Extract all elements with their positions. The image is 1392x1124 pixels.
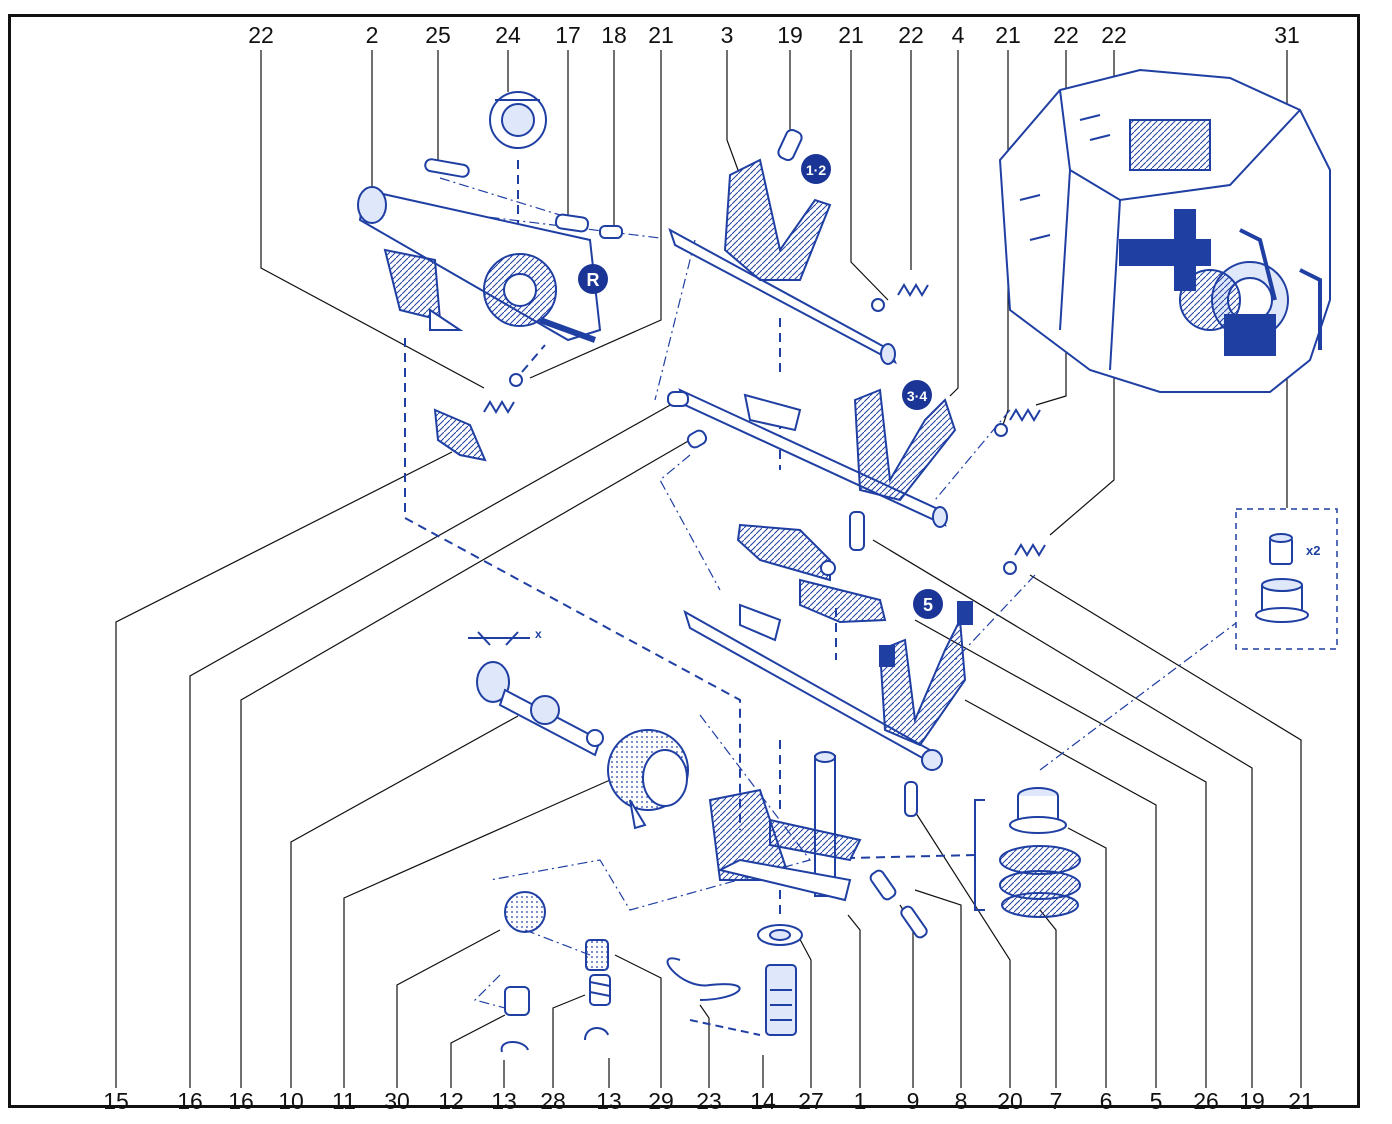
bottom-callout-13: 27: [798, 1088, 824, 1114]
selector-fork-1-2: [668, 128, 929, 365]
bottom-callout-19: 6: [1099, 1088, 1113, 1114]
svg-text:5: 5: [923, 595, 933, 615]
bottom-callout-20: 5: [1149, 1088, 1163, 1114]
bottom-callout-16: 8: [954, 1088, 968, 1114]
bushes-6-7: [974, 787, 1081, 918]
bottom-callout-23: 21: [1288, 1088, 1314, 1114]
bottom-callout-9: 13: [596, 1088, 622, 1114]
bottom-callout-21: 26: [1193, 1088, 1219, 1114]
top-callout-8: 19: [777, 22, 803, 48]
detent-spring-left: [483, 373, 523, 414]
top-callout-7: 3: [720, 22, 734, 48]
bottom-callout-12: 14: [750, 1088, 776, 1114]
top-callout-13: 22: [1053, 22, 1079, 48]
selector-fork-5: [683, 601, 973, 817]
selector-housing: [607, 729, 689, 830]
top-callout-11: 4: [951, 22, 965, 48]
selector-lever: [468, 631, 604, 757]
bottom-callout-1: 16: [177, 1088, 203, 1114]
badge-1-2: 1·2: [801, 154, 831, 184]
top-callout-3: 24: [495, 22, 521, 48]
bottom-callout-18: 7: [1049, 1088, 1063, 1114]
top-callout-10: 22: [898, 22, 924, 48]
badge-5: 5: [913, 589, 943, 619]
top-callout-12: 21: [995, 22, 1021, 48]
top-callout-4: 17: [555, 22, 581, 48]
bottom-callout-6: 12: [438, 1088, 464, 1114]
selector-body: [666, 751, 862, 1036]
badge-3-4: 3·4: [902, 380, 932, 410]
reverse-pad-16: [433, 408, 487, 462]
bottom-callout-3: 10: [278, 1088, 304, 1114]
svg-text:1·2: 1·2: [806, 162, 826, 178]
bottom-callout-8: 28: [540, 1088, 566, 1114]
bottom-callout-7: 13: [491, 1088, 517, 1114]
pins-8-9: [869, 869, 928, 939]
top-callout-0: 22: [248, 22, 274, 48]
bottom-callout-4: 11: [332, 1088, 356, 1114]
top-callout-14: 22: [1101, 22, 1127, 48]
bottom-leader-lines: [115, 403, 1302, 1088]
svg-text:3·4: 3·4: [907, 388, 927, 404]
fifth-gear-selector: [736, 523, 1046, 624]
svg-text:R: R: [587, 270, 600, 290]
top-callout-1: 2: [365, 22, 379, 48]
inset-multiplier: x2: [1306, 543, 1320, 558]
top-callout-5: 18: [601, 22, 627, 48]
bottom-callout-0: 15: [103, 1088, 129, 1114]
bottom-callout-5: 30: [384, 1088, 410, 1114]
top-callout-2: 25: [425, 22, 451, 48]
bottom-callout-15: 9: [906, 1088, 920, 1114]
bottom-callout-2: 16: [228, 1088, 254, 1114]
gearbox-housing-illustration: [998, 68, 1331, 393]
top-callout-6: 21: [648, 22, 674, 48]
reverse-shaft-assembly: [357, 91, 623, 343]
bottom-callout-10: 29: [648, 1088, 674, 1114]
small-parts: [500, 891, 611, 1053]
selector-fork-3-4: [667, 388, 1041, 551]
inset-31: [1235, 508, 1338, 650]
bottom-callout-11: 23: [696, 1088, 722, 1114]
bottom-callout-14: 1: [853, 1088, 867, 1114]
dimension-x: x: [535, 627, 542, 641]
bottom-callout-22: 19: [1239, 1088, 1265, 1114]
top-callout-9: 21: [838, 22, 864, 48]
badge-reverse: R: [578, 264, 608, 294]
top-callout-15: 31: [1274, 22, 1300, 48]
bottom-callout-17: 20: [997, 1088, 1023, 1114]
